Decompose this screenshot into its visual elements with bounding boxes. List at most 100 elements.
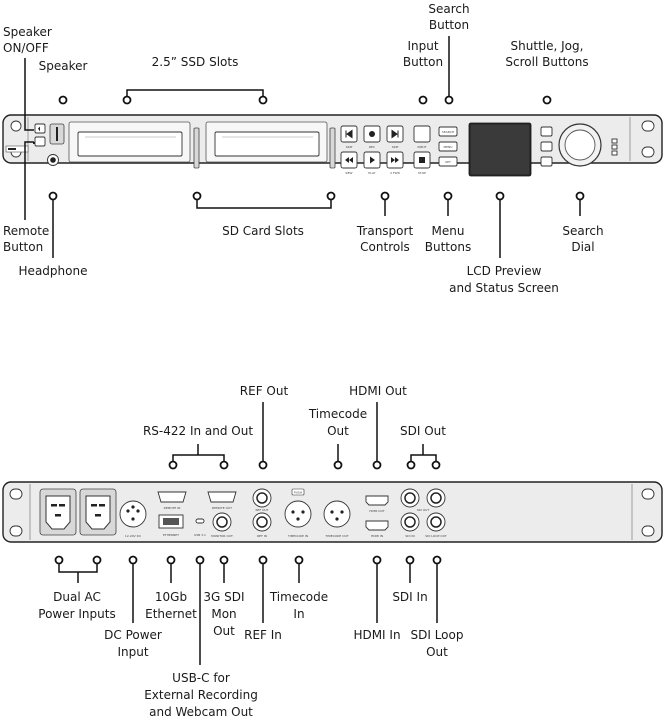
- logo-plate: [5, 145, 29, 153]
- label-ssd-slots: 2.5” SSD Slots: [152, 55, 239, 69]
- panel-label-menu: MENU: [444, 145, 453, 149]
- ssd-slot-2-door: [214, 131, 320, 157]
- panel-label-timecode-out: TIMECODE OUT: [324, 534, 348, 538]
- timecode-out-xlr: [323, 500, 351, 528]
- callout-dot-hdmi-in: [372, 555, 382, 565]
- label-speaker-onoff-line2: ON/OFF: [3, 41, 49, 55]
- remote-button: [34, 136, 46, 147]
- rs422-in-port: [157, 491, 187, 503]
- callout-dot-input: [418, 95, 428, 105]
- rear-rack-hole-left-bottom: [9, 525, 23, 537]
- label-search-button-line1: Search: [428, 2, 469, 16]
- label-usbc-line1: USB-C for: [172, 671, 230, 685]
- callout-dot-dc: [128, 555, 138, 565]
- menu-button: [438, 141, 458, 152]
- panel-label-monitor-out: MONITOR OUT: [211, 534, 233, 538]
- rear-rack-hole-right-top: [641, 488, 655, 500]
- panel-label-skip-left: SKIP: [346, 145, 353, 149]
- callout-speaker-onoff: [24, 58, 34, 131]
- label-speaker: Speaker: [39, 59, 88, 73]
- panel-label-remote-in: REMOTE IN: [164, 506, 181, 510]
- label-input-button-line2: Button: [403, 55, 443, 69]
- label-transport-line1: Transport: [356, 224, 414, 238]
- panel-label-ref-out: REF OUT: [255, 508, 268, 512]
- label-menu-line2: Buttons: [425, 240, 471, 254]
- callout-dot-mon-out: [219, 555, 229, 565]
- rear-rack-hole-left-top: [9, 488, 23, 500]
- callout-bracket-rs422: [172, 454, 225, 461]
- input-button: [413, 125, 431, 143]
- front-rack-hole-left-top: [10, 120, 22, 132]
- timecode-in-xlr: [284, 500, 312, 528]
- front-rack-hole-right-top: [641, 120, 655, 132]
- callout-dot-sdi-in: [405, 555, 415, 565]
- panel-label-remote-out: REMOTE OUT: [212, 506, 232, 510]
- label-sdi-loop-line2: Out: [426, 645, 448, 659]
- hdmi-out-port: [365, 495, 389, 506]
- callout-dot-rs422-in: [168, 460, 178, 470]
- panel-label-ref-in: REF IN: [257, 534, 267, 538]
- callout-dot-usbc: [195, 555, 205, 565]
- callout-dot-sdi-loop: [432, 555, 442, 565]
- label-transport-line2: Controls: [360, 240, 410, 254]
- jog-button: [540, 141, 553, 152]
- panel-label-hdmi-in: HDMI IN: [371, 534, 383, 538]
- label-usbc-line3: and Webcam Out: [149, 705, 253, 719]
- ssd-slot-1-door: [77, 131, 183, 157]
- callout-dot-transport: [380, 191, 390, 201]
- callout-dot-speaker: [58, 95, 68, 105]
- callout-dot-sdi-out-b: [431, 460, 441, 470]
- indicator-led-2: [611, 144, 618, 150]
- label-input-button-line1: Input: [407, 39, 438, 53]
- callout-dot-ethernet: [166, 555, 176, 565]
- rs422-out-port: [207, 491, 237, 503]
- indicator-led-3: [611, 150, 618, 156]
- label-mon-out-line3: Out: [213, 624, 235, 638]
- ac-inlet-2: [85, 495, 111, 530]
- callout-dot-ssd-1: [122, 95, 132, 105]
- front-callouts: Speaker ON/OFF Speaker 2.5” SSD Slots In…: [3, 2, 604, 295]
- label-mon-out-line1: 3G SDI: [203, 590, 244, 604]
- label-ref-out: REF Out: [240, 384, 289, 398]
- callout-dot-search: [444, 95, 454, 105]
- callout-dot-headphone: [48, 191, 58, 201]
- search-button: [438, 126, 458, 137]
- callout-dot-timecode-out: [333, 460, 343, 470]
- callout-dot-menu: [443, 191, 453, 201]
- callout-bracket-ac: [58, 564, 98, 573]
- callout-dot-ac-1: [54, 555, 64, 565]
- label-remote-button-line2: Button: [3, 240, 43, 254]
- label-timecode-in-line1: Timecode: [269, 590, 328, 604]
- panel-label-set: SET: [445, 160, 451, 164]
- panel-label-play: PLAY: [368, 171, 375, 175]
- label-search-dial-line2: Dial: [571, 240, 594, 254]
- callout-dot-ref-in: [258, 555, 268, 565]
- panel-label-rew: REW: [346, 171, 353, 175]
- speaker-icon: [38, 126, 40, 132]
- panel-label-timecode-in: TIMECODE IN: [287, 534, 308, 538]
- ac-inlet-1: [45, 495, 71, 530]
- label-remote-button-line1: Remote: [3, 224, 49, 238]
- label-timecode-in-line2: In: [293, 607, 304, 621]
- label-timecode-out-line2: Out: [327, 424, 349, 438]
- sd-card-slot-1: [193, 127, 200, 169]
- shuttle-button: [540, 126, 553, 137]
- panel-label-sdi-loop: SDI LOOP OUT: [425, 534, 447, 538]
- hdmi-in-port: [365, 520, 389, 531]
- panel-label-rec: REC: [369, 145, 375, 149]
- rear-rack-hole-right-bottom: [641, 525, 655, 537]
- label-usbc-line2: External Recording: [144, 688, 258, 702]
- panel-label-hdmi-out: HDMI OUT: [369, 509, 385, 513]
- set-button: [438, 156, 458, 167]
- panel-label-stop: STOP: [418, 171, 426, 175]
- panel-label-sdi-in: SDI IN: [405, 534, 414, 538]
- callout-dot-sdi-out-a: [406, 460, 416, 470]
- panel-label-usb: USB 3.1: [194, 533, 206, 537]
- panel-label-skip-right: SKIP: [392, 145, 399, 149]
- label-search-dial-line1: Search: [562, 224, 603, 238]
- label-headphone: Headphone: [19, 264, 88, 278]
- label-sd-card-slots: SD Card Slots: [222, 224, 304, 238]
- panel-label-dc: 12-20V DC: [125, 534, 141, 538]
- callout-dot-timecode-in: [294, 555, 304, 565]
- dc-power-input: [119, 500, 147, 528]
